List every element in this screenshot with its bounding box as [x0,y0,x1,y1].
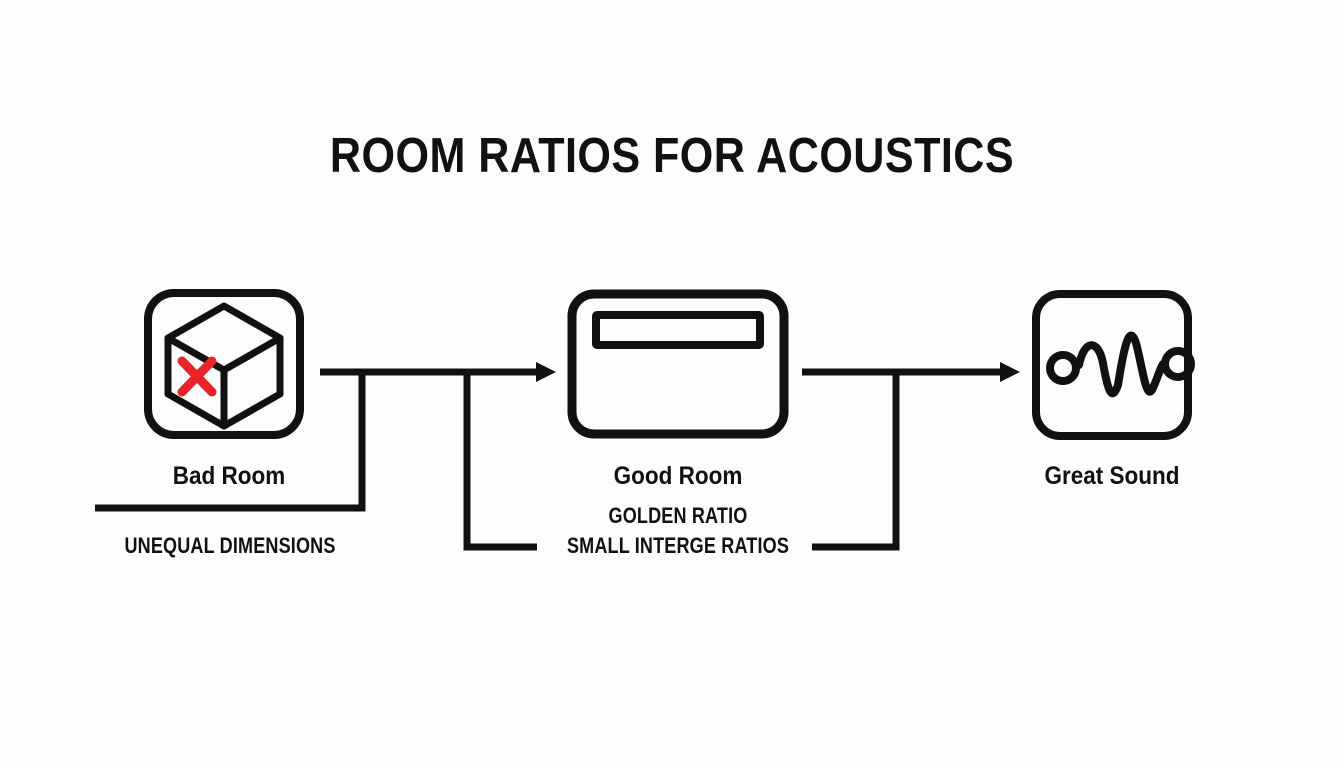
arrowhead-bad-to-good [536,362,556,382]
bad-room-icon-frame [144,289,304,439]
node-label-great-sound: Great Sound [1044,462,1180,490]
cube-with-red-x-icon [164,302,284,430]
node-label-bad-room: Bad Room [172,462,286,490]
page-title: ROOM RATIOS FOR ACOUSTICS [329,129,1015,183]
node-bad-room[interactable] [144,289,304,439]
connector-good-to-great [802,368,1002,551]
caption-unequal-dimensions: UNEQUAL DIMENSIONS [124,533,336,558]
node-label-good-room: Good Room [613,462,743,490]
node-great-sound[interactable] [1032,290,1195,440]
caption-small-interge-ratios: SMALL INTERGE RATIOS [566,533,790,558]
arrowhead-good-to-great [1000,362,1020,382]
good-room-icon-frame [567,289,789,439]
good-room-bar-icon [592,311,764,349]
node-good-room[interactable] [567,289,789,439]
red-x-icon [177,356,217,397]
connector-bad-to-good [95,368,538,551]
sound-waveform-icon [1046,331,1195,398]
caption-golden-ratio: GOLDEN RATIO [608,503,748,528]
